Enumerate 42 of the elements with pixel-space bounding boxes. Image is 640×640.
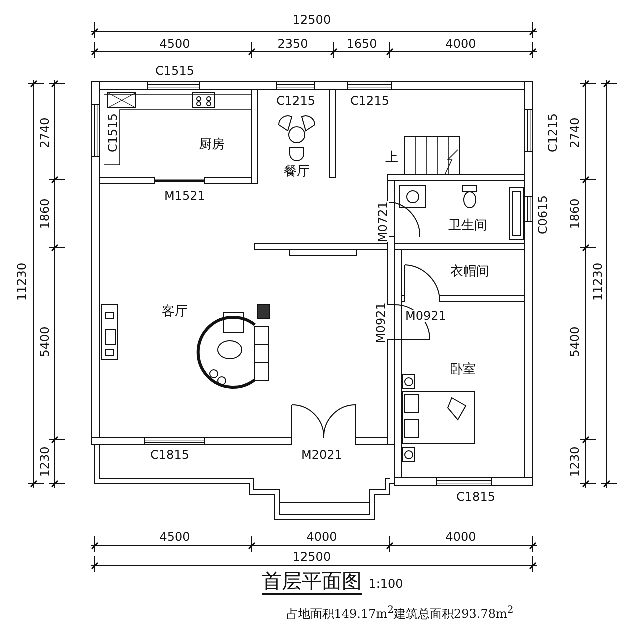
dimension-label: 1860 [569,198,581,230]
dimension-label: 1860 [39,198,51,230]
dimension-label: 11230 [16,262,28,302]
window-code: C0615 [537,196,549,234]
dimension-label: 2350 [278,38,308,50]
dimension-label: 4000 [446,531,476,543]
window-code: C1215 [276,95,316,107]
dimension-label: 12500 [292,551,332,563]
door-code: M0721 [377,202,389,242]
window-code: C1815 [456,491,496,503]
window-code: C1515 [156,65,194,77]
dimension-label: 1230 [39,446,51,478]
dimension-label: 1650 [346,38,378,50]
room-name: 卧室 [450,364,476,376]
dimension-label: 1230 [569,446,581,478]
stair-label: 上 [386,152,398,164]
window-code: C1515 [107,114,119,152]
room-name: 客厅 [162,306,188,318]
door-code: M1521 [164,190,206,202]
dimension-label: 2740 [39,118,51,148]
dimension-label: 4500 [160,531,190,543]
window-code: C1215 [547,114,559,152]
dimension-label: 4000 [306,531,338,543]
area-note: 占地面积149.17m$^{2}$建筑总面积293.78m$^{2}$ [286,606,514,620]
dimension-label: 4000 [446,38,476,50]
dimension-label: 11230 [592,262,604,302]
window-code: C1215 [350,95,390,107]
door-code: M0921 [375,302,387,344]
dimension-label: 4500 [160,38,190,50]
door-code: M2021 [302,449,342,461]
dimension-label: 2740 [569,118,581,148]
room-name: 厨房 [199,138,225,152]
room-name: 餐厅 [284,166,310,178]
dimension-label: 12500 [292,14,332,26]
room-name: 卫生间 [448,220,488,232]
room-name: 衣帽间 [450,266,490,278]
door-code: M0921 [406,310,446,322]
window-code: C1815 [150,449,190,461]
dimension-label: 5400 [39,326,51,358]
dimension-label: 5400 [569,326,581,358]
scale-label: 1:100 [368,578,404,590]
drawing-title: 首层平面图 [262,571,362,595]
